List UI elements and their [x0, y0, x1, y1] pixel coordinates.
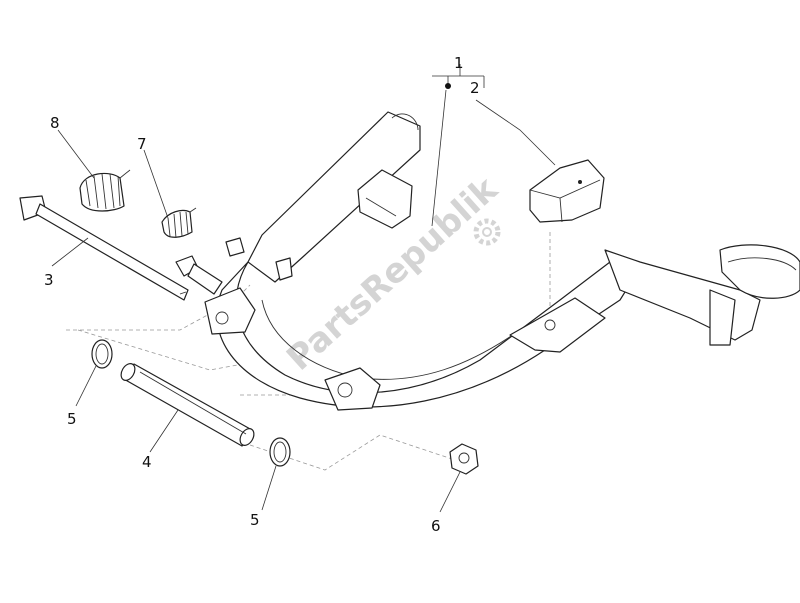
callout-4: 4	[142, 453, 152, 471]
large-spring	[79, 169, 131, 212]
small-spring	[161, 207, 197, 239]
watermark-gear-icon	[473, 218, 501, 246]
long-pin	[19, 195, 189, 301]
callout-5-left: 5	[67, 410, 77, 428]
foot-pedal	[719, 244, 800, 299]
washer-left	[91, 339, 113, 369]
nut	[449, 443, 479, 475]
callout-3: 3	[44, 271, 54, 289]
leader-lines	[51, 64, 556, 513]
rubber-buffer	[529, 159, 605, 223]
shaft	[120, 363, 255, 447]
callout-6: 6	[431, 517, 441, 535]
main-stand-frame	[204, 111, 761, 411]
small-pin	[175, 237, 245, 295]
washer-right	[269, 437, 291, 467]
callout-8: 8	[50, 114, 60, 132]
callout-1: 1	[454, 54, 464, 72]
callouts: 1 2 3 4 5 5 6 7 8	[44, 54, 480, 535]
callout-7: 7	[137, 135, 147, 153]
callout-2: 2	[470, 79, 480, 97]
callout-5-right: 5	[250, 511, 260, 529]
